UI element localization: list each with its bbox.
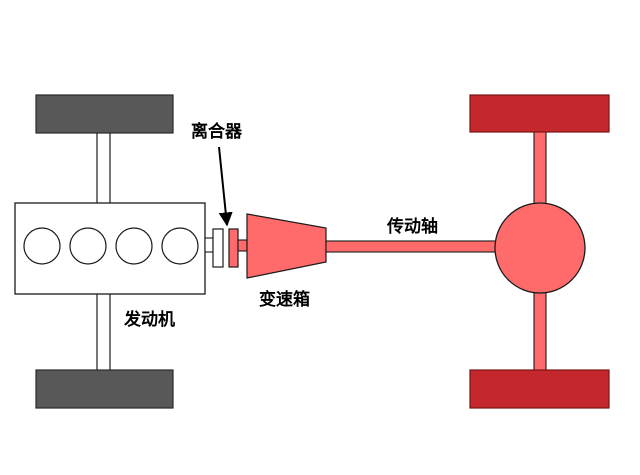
front-left-wheel [35, 94, 174, 134]
engine-output-shaft [204, 237, 214, 253]
front-axle [35, 94, 174, 409]
cylinder [69, 227, 107, 265]
engine [14, 202, 206, 295]
engine-cylinders [23, 227, 199, 265]
cylinder [161, 227, 199, 265]
clutch-plate-engine-side [212, 228, 224, 268]
clutch [212, 228, 239, 268]
engine-label: 发动机 [123, 309, 175, 330]
cylinder [115, 227, 153, 265]
cylinder [23, 227, 61, 265]
front-right-wheel [35, 369, 174, 409]
gearbox-label: 变速箱 [259, 289, 310, 310]
rear-axle-shaft-lower [533, 289, 547, 373]
rear-right-wheel [469, 369, 610, 409]
driveshaft-label: 传动轴 [386, 216, 438, 237]
rear-axle [469, 94, 610, 409]
gearbox-input-shaft [237, 239, 248, 252]
gearbox [246, 213, 327, 279]
clutch-pointer-arrow [218, 146, 233, 227]
driveshaft [325, 240, 500, 253]
clutch-plate-gearbox-side [228, 228, 239, 268]
rear-axle-shaft-upper [533, 130, 547, 207]
differential [494, 202, 586, 294]
rear-left-wheel [469, 94, 610, 133]
clutch-label: 离合器 [191, 121, 243, 142]
